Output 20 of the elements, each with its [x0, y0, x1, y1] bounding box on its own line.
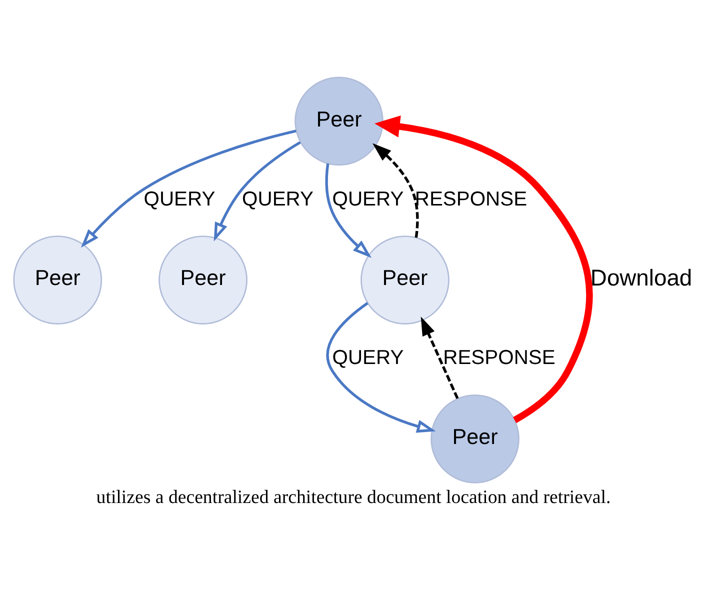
edge-label: QUERY [332, 188, 404, 210]
edge-label: RESPONSE [414, 188, 528, 210]
edge-label: QUERY [332, 346, 404, 369]
arrow [374, 114, 593, 423]
node-circle: Peer [13, 235, 102, 324]
arrow [80, 129, 296, 248]
edge-label: Download [590, 264, 692, 290]
arrow [214, 140, 301, 241]
arrow [326, 302, 436, 432]
edge-label: QUERY [242, 188, 314, 210]
arrow [325, 162, 372, 258]
edge-label: QUERY [144, 188, 216, 210]
arrow [372, 142, 419, 238]
node-circle: Peer [294, 76, 384, 166]
edge-label: RESPONSE [443, 346, 556, 369]
arrow [420, 316, 459, 399]
node-circle: Peer [158, 235, 248, 324]
node-circle: Peer [360, 235, 450, 324]
caption: utilizes a decentralized architecture document location and retrieval. [96, 486, 611, 508]
node-circle: Peer [430, 394, 520, 483]
